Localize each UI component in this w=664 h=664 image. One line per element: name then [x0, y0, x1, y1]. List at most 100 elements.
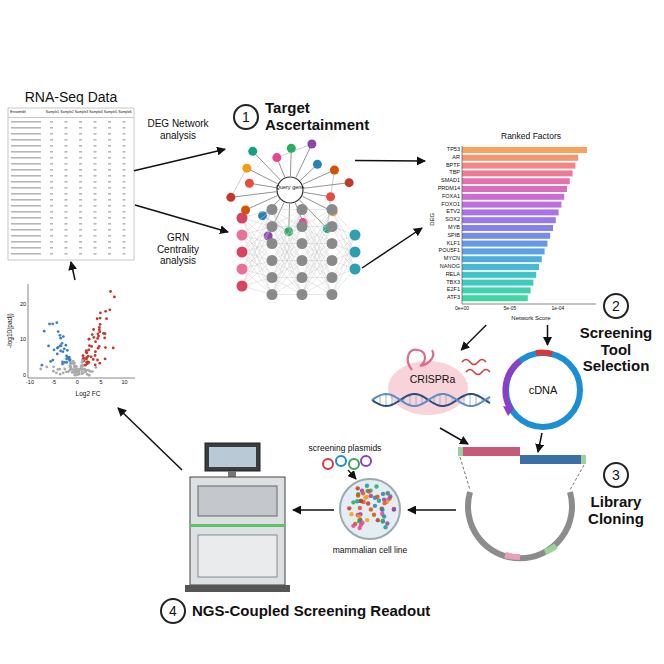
gene-point	[59, 350, 62, 353]
gene-point	[47, 344, 50, 347]
table-cell	[123, 199, 126, 201]
library-backbone	[468, 492, 572, 558]
score-bar	[462, 155, 578, 161]
grn-link	[302, 210, 332, 261]
cell	[359, 499, 363, 503]
score-bar	[462, 209, 559, 215]
table-cell	[94, 241, 97, 243]
score-bar	[462, 256, 542, 262]
gene-name: SMAD1	[420, 178, 460, 184]
table-cell	[123, 193, 126, 195]
table-cell	[123, 151, 126, 153]
dna-strand	[372, 394, 490, 406]
step-marker: 4NGS-Coupled Screening Readout	[160, 598, 430, 624]
gene-point	[73, 365, 76, 368]
gene-name: ATF3	[420, 295, 460, 301]
tick-label: 0	[15, 373, 26, 379]
cell	[392, 507, 396, 511]
table-cell	[11, 133, 41, 135]
gene-point	[39, 368, 42, 371]
score-bar	[462, 178, 570, 184]
tick-label: 5e-05	[495, 306, 525, 311]
cloning-junction	[460, 457, 584, 490]
base-pair	[392, 395, 393, 405]
table-cell	[79, 151, 82, 153]
table-cell	[108, 235, 111, 237]
chart-title: Ranked Factors	[462, 132, 600, 141]
table-cell	[11, 169, 41, 171]
table-cell	[50, 175, 53, 177]
grn-node	[267, 204, 278, 215]
gene-point	[79, 368, 82, 371]
step-marker: 3Library Cloning	[576, 462, 656, 527]
edge-label: DEG Network analysis	[145, 118, 211, 141]
step-number: 2	[603, 293, 629, 319]
chart-axis	[462, 304, 596, 305]
tick-label: 5	[93, 380, 109, 386]
gene-name: MYB	[420, 225, 460, 231]
network-node	[226, 193, 235, 202]
table-cell	[108, 181, 111, 183]
base-pair	[440, 394, 441, 405]
table-cell	[50, 253, 53, 255]
insert-arrow	[503, 406, 514, 416]
table-rule	[8, 117, 134, 118]
table-cell	[79, 241, 82, 243]
gene-point	[87, 349, 90, 352]
step-heading: NGS-Coupled Screening Readout	[192, 603, 430, 620]
cell	[355, 486, 359, 490]
grn-link	[272, 210, 302, 261]
gene-point	[59, 334, 62, 337]
flow-arrow	[362, 228, 422, 268]
table-cell	[65, 229, 68, 231]
gene-name: MYCN	[420, 256, 460, 262]
cell	[373, 504, 377, 508]
table-cell	[94, 211, 97, 213]
cell	[385, 521, 389, 525]
grn-link	[272, 210, 302, 295]
table-cell	[79, 133, 82, 135]
table-cell	[65, 205, 68, 207]
gene-point	[92, 358, 95, 361]
table-cell	[65, 145, 68, 147]
gene-point	[104, 310, 107, 313]
table-cell	[79, 253, 82, 255]
table-cell	[123, 211, 126, 213]
ranked-bars	[462, 147, 587, 301]
gene-point	[62, 372, 65, 375]
gene-point	[80, 372, 83, 375]
table-header: Sample1	[45, 111, 60, 114]
cell	[377, 499, 381, 503]
grn-node	[267, 221, 278, 232]
table-cell	[50, 193, 53, 195]
cas-protein	[388, 361, 468, 415]
gene-point	[48, 323, 51, 326]
network-node	[287, 144, 296, 153]
table-frame	[8, 108, 134, 260]
table-cell	[50, 139, 53, 141]
grn-link	[242, 269, 272, 295]
table-cell	[11, 253, 41, 255]
table-cell	[50, 223, 53, 225]
table-header: Sample3	[74, 111, 89, 114]
flow-arrow	[440, 428, 468, 444]
gene-point	[58, 368, 61, 371]
gene-point	[70, 361, 73, 364]
gene-name: RELA	[420, 272, 460, 278]
cell	[386, 491, 390, 495]
table-cell	[123, 187, 126, 189]
gene-point	[91, 333, 94, 336]
gene-name: TBX3	[420, 280, 460, 286]
gene-point	[85, 358, 88, 361]
table-cell	[108, 127, 111, 129]
table-cell	[11, 175, 41, 177]
table-cell	[65, 253, 68, 255]
dna-helix	[372, 394, 490, 406]
table-cell	[50, 151, 53, 153]
cell	[392, 507, 396, 511]
gene-point	[82, 354, 85, 357]
library-insert	[462, 447, 520, 456]
small-plasmid	[323, 459, 333, 469]
score-bar	[462, 225, 553, 231]
table-cell	[50, 241, 53, 243]
